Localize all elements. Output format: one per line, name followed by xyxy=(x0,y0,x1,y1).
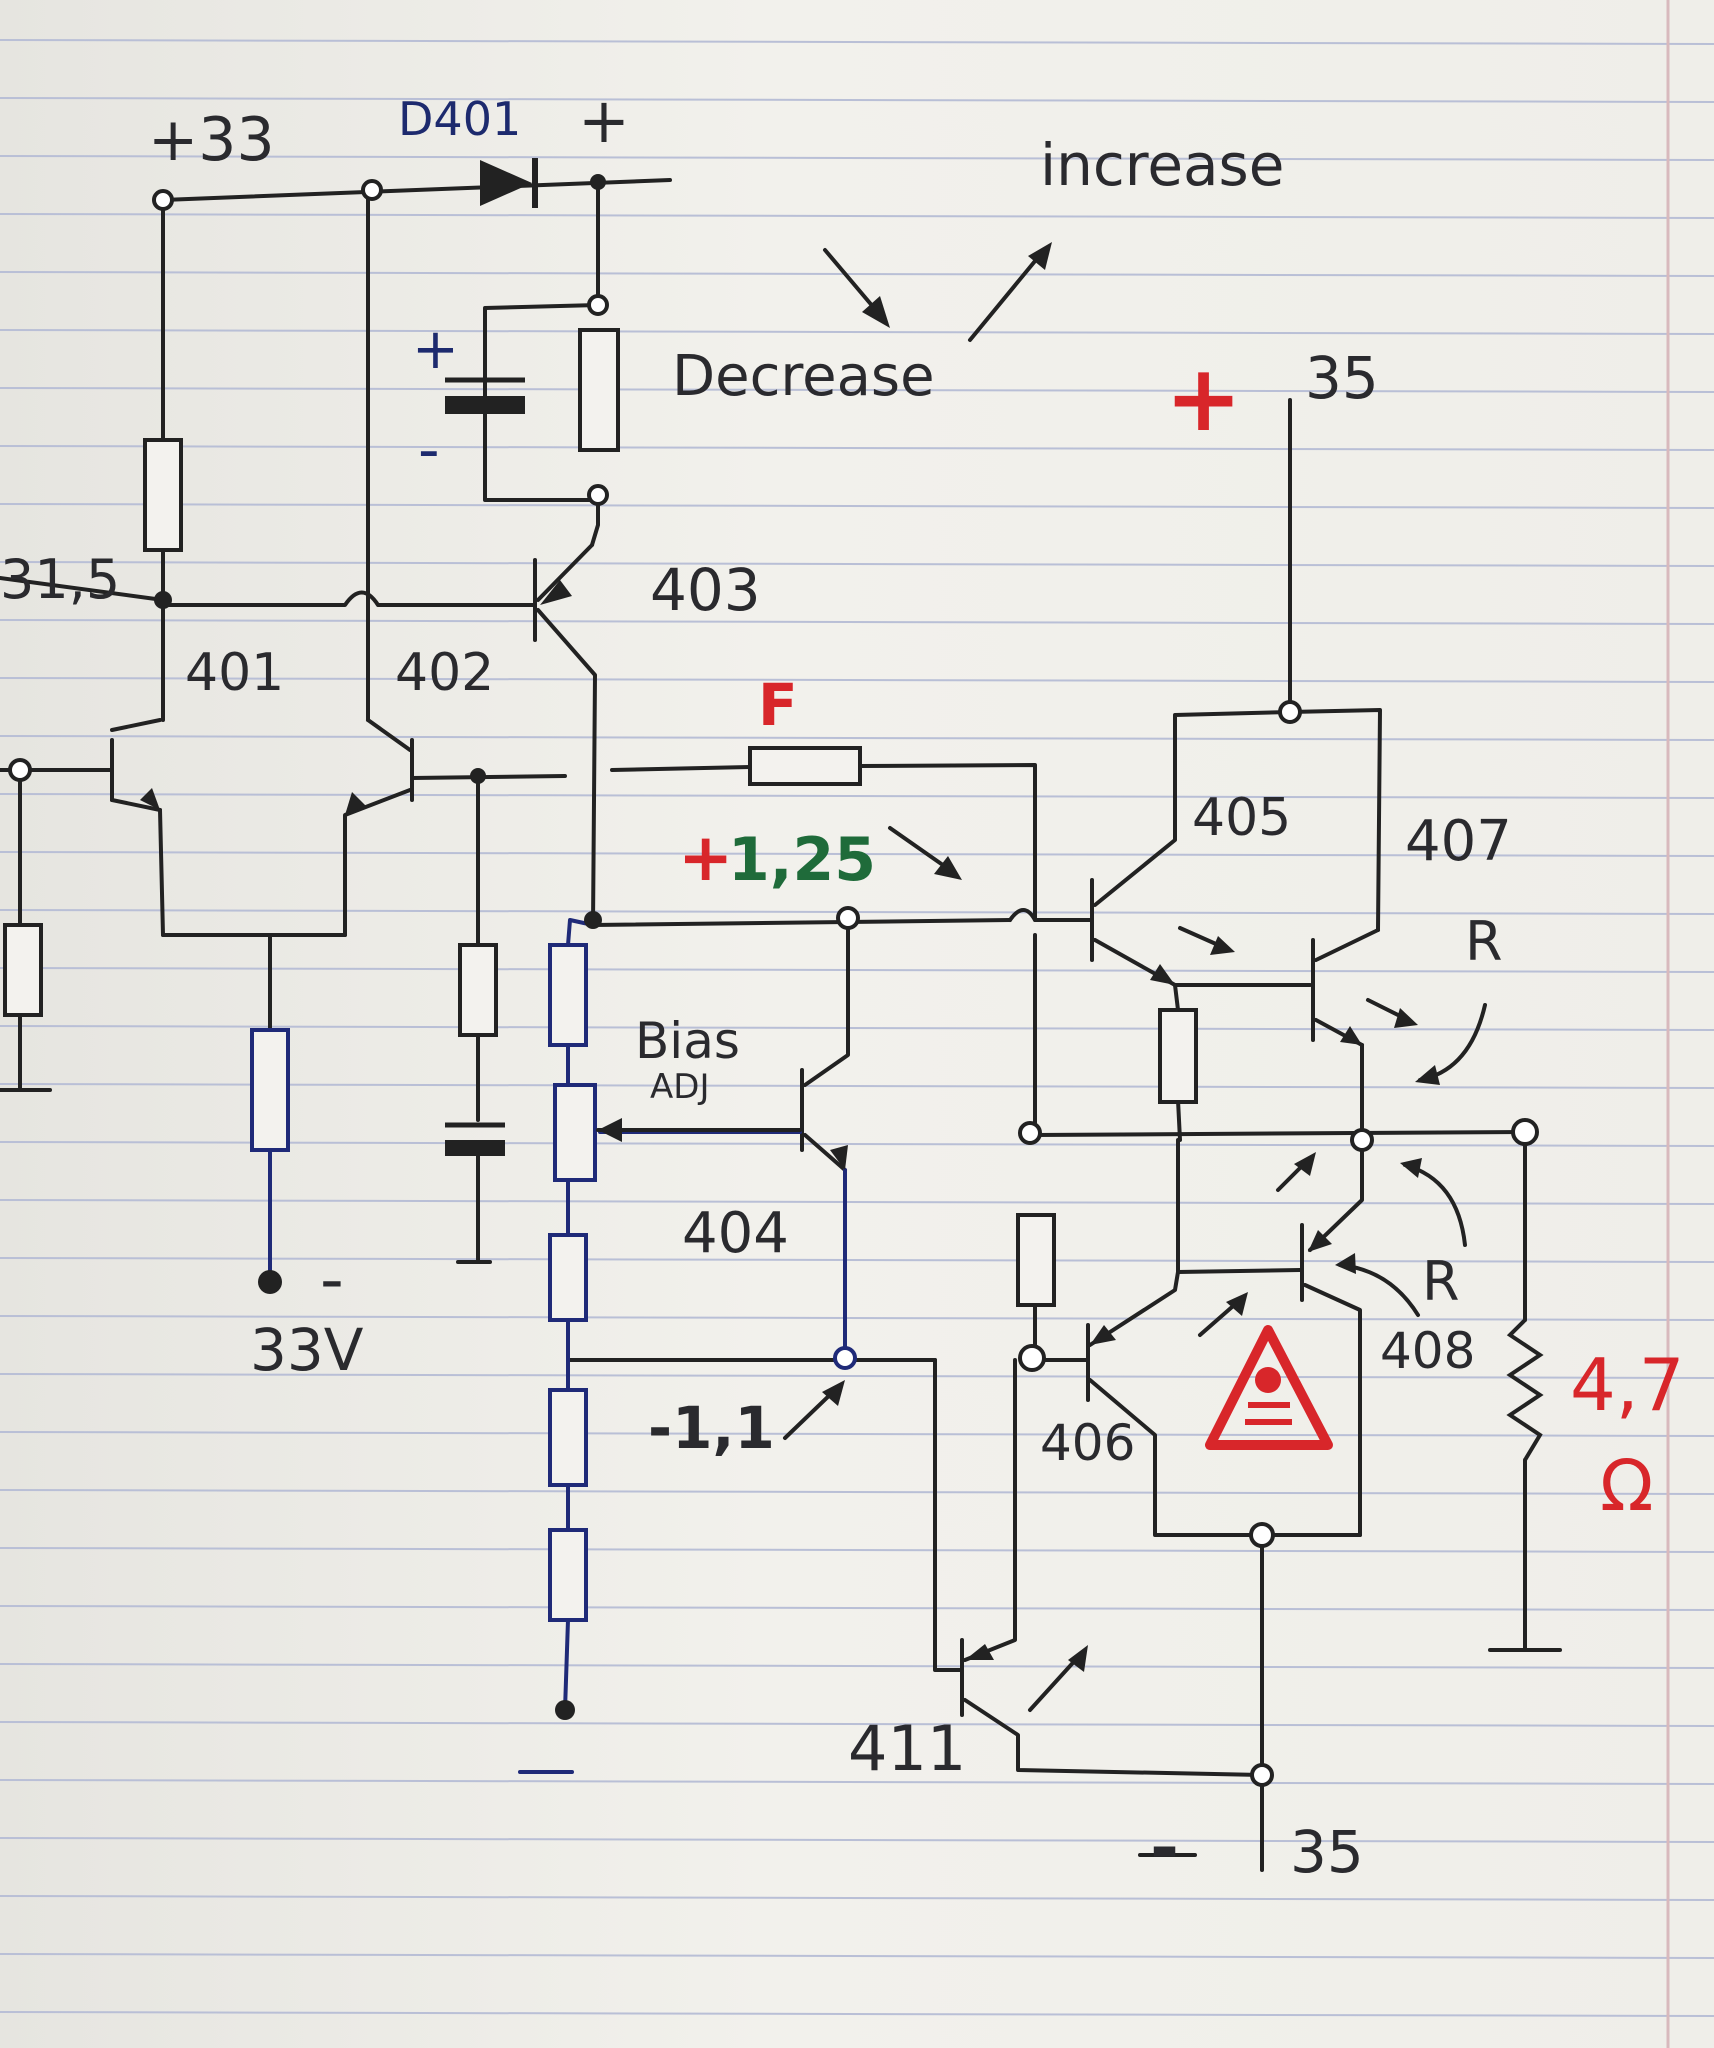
ruled-line xyxy=(0,1025,1714,1031)
ruled-line xyxy=(0,851,1714,857)
label-rail-minus: - xyxy=(1150,1807,1179,1889)
ruled-line xyxy=(0,503,1714,509)
ruled-line xyxy=(0,1199,1714,1205)
label-cap-plus: + xyxy=(412,317,459,382)
ruled-line xyxy=(0,39,1714,45)
capacitor-c1 xyxy=(445,308,525,414)
resistor-b2 xyxy=(548,1233,588,1322)
label-q405: 405 xyxy=(1192,788,1291,848)
ruled-line xyxy=(0,155,1714,161)
emitter-arrow-408-icon xyxy=(1308,1230,1332,1252)
resistor-r6 xyxy=(3,923,43,1017)
ruled-line xyxy=(0,1489,1714,1495)
nodes xyxy=(8,174,1539,1787)
label-f: F xyxy=(758,671,798,739)
label-1-25: 1,25 xyxy=(728,825,876,895)
label-q401: 401 xyxy=(185,643,284,703)
ruled-line xyxy=(0,1315,1714,1321)
resistor-r4 xyxy=(1158,1008,1198,1104)
label-diode-plus: + xyxy=(578,84,630,157)
ruled-line xyxy=(0,387,1714,393)
load-resistor xyxy=(1506,1318,1544,1462)
ruled-line xyxy=(0,793,1714,799)
resistor-b4 xyxy=(548,1528,588,1622)
ruled-line xyxy=(0,1721,1714,1727)
ruled-line xyxy=(0,1431,1714,1437)
resistor-tail xyxy=(250,1028,290,1152)
diode-d401 xyxy=(480,158,538,208)
wiper-arrow-icon xyxy=(598,1118,622,1142)
label-decrease: Decrease xyxy=(672,344,935,409)
adjust-arrows xyxy=(783,242,1487,1712)
label-rail-plus-35: 35 xyxy=(1305,344,1379,412)
resistor-r2 xyxy=(578,328,620,452)
ruled-line xyxy=(0,1257,1714,1263)
ruled-line xyxy=(0,1547,1714,1553)
resistor-r5 xyxy=(1016,1213,1056,1307)
ruled-line xyxy=(0,619,1714,625)
wiring xyxy=(0,178,1562,1872)
ruled-line xyxy=(0,1779,1714,1785)
label-load-value: 4,7 xyxy=(1570,1343,1685,1427)
resistor-r3 xyxy=(458,943,498,1037)
label-q407: 407 xyxy=(1405,809,1512,874)
label-rail-plus: + xyxy=(1165,345,1242,452)
label-r-top: R xyxy=(1465,910,1503,973)
ruled-line xyxy=(0,329,1714,335)
label-increase: increase xyxy=(1040,131,1284,199)
ruled-line xyxy=(0,213,1714,219)
bias-adj-potentiometer[interactable] xyxy=(553,1083,597,1182)
ruled-lines xyxy=(0,39,1714,2017)
resistor-r1 xyxy=(143,438,183,552)
resistor-b3 xyxy=(548,1388,588,1487)
emitter-arrow-407-icon xyxy=(1340,1026,1362,1045)
resistor-f xyxy=(748,746,862,786)
label-q406: 406 xyxy=(1040,1414,1135,1472)
label-d401: D401 xyxy=(398,92,521,146)
label-adj: ADJ xyxy=(650,1067,709,1107)
emitter-arrow-405-icon xyxy=(1150,964,1175,985)
label-q411: 411 xyxy=(848,1712,966,1785)
capacitor-c2 xyxy=(445,1122,505,1262)
ruled-line xyxy=(0,2011,1714,2017)
emitter-arrow-401-icon xyxy=(140,788,160,810)
ruled-line xyxy=(0,271,1714,277)
warning-triangle-icon xyxy=(1205,1325,1333,1450)
ruled-line xyxy=(0,735,1714,741)
ruled-line xyxy=(0,1837,1714,1843)
label-r-bottom: R xyxy=(1422,1250,1460,1313)
ruled-line xyxy=(0,1663,1714,1669)
emitter-arrow-406-icon xyxy=(1090,1325,1116,1345)
label-bias: Bias xyxy=(635,1012,740,1070)
label-supply-minus: - xyxy=(320,1241,344,1318)
ruled-line xyxy=(0,1953,1714,1959)
label-load-unit: Ω xyxy=(1600,1445,1654,1527)
label-plus-sign: + xyxy=(678,819,733,896)
label-31-5: 31,5 xyxy=(0,548,120,611)
ruled-line xyxy=(0,677,1714,683)
ruled-line xyxy=(0,445,1714,451)
label-cap-minus: - xyxy=(418,415,440,485)
emitter-arrow-404-icon xyxy=(830,1145,848,1170)
emitter-arrow-402-icon xyxy=(345,792,366,815)
label-q402: 402 xyxy=(395,643,494,703)
ruled-line xyxy=(0,967,1714,973)
label-q408: 408 xyxy=(1380,1322,1475,1380)
label-minus-1-1: -1,1 xyxy=(648,1394,775,1462)
ruled-line xyxy=(0,1895,1714,1901)
ruled-line xyxy=(0,97,1714,103)
label-supply-33v: 33V xyxy=(250,1316,364,1384)
resistor-b1 xyxy=(548,943,588,1047)
ruled-line xyxy=(0,561,1714,567)
emitter-arrow-411-icon xyxy=(965,1644,994,1660)
ruled-line xyxy=(0,1605,1714,1611)
ruled-line xyxy=(0,1373,1714,1379)
label-q403: 403 xyxy=(650,556,761,624)
emitter-arrow-403-icon xyxy=(540,580,572,605)
label-q404: 404 xyxy=(682,1201,789,1266)
label-rail-minus-35: 35 xyxy=(1290,1818,1364,1886)
label-plus33: +33 xyxy=(148,105,275,175)
